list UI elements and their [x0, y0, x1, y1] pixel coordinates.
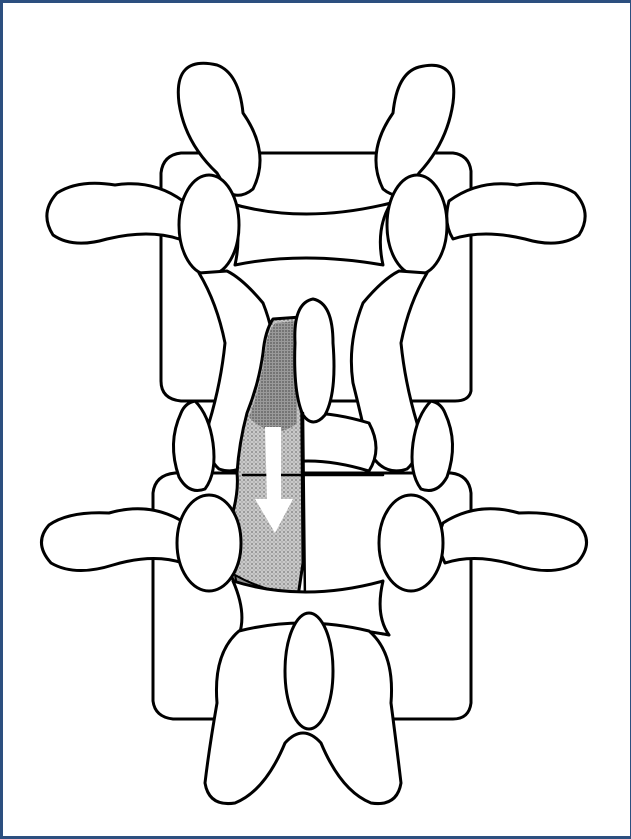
- middle-spinous-process: [295, 299, 334, 422]
- lower-right-superior-articular: [412, 401, 453, 491]
- upper-left-transverse-process: [47, 183, 185, 243]
- lower-left-facet: [177, 495, 241, 591]
- upper-right-transverse-process: [447, 183, 585, 243]
- lower-left-superior-articular: [173, 401, 214, 491]
- lower-central-oval: [285, 613, 333, 729]
- upper-left-facet: [179, 175, 239, 275]
- vertebra-diagram: [3, 3, 630, 836]
- lower-right-facet: [379, 495, 443, 591]
- upper-right-facet: [387, 175, 447, 275]
